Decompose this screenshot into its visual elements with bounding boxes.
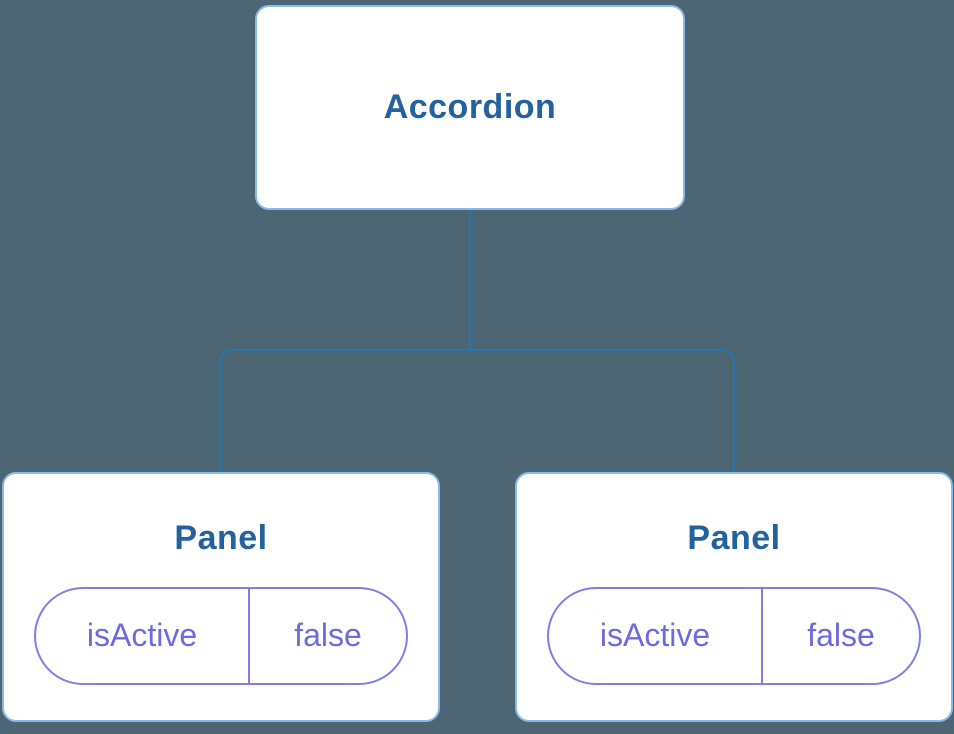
- panel-left-prop-value: false: [294, 617, 362, 654]
- node-panel-left: Panel isActive false: [2, 472, 440, 722]
- accordion-node-label: Accordion: [383, 88, 557, 126]
- panel-right-prop-key: isActive: [549, 588, 764, 683]
- node-panel-right: Panel isActive false: [515, 472, 953, 722]
- connector-branch: [219, 349, 735, 472]
- panel-right-label: Panel: [687, 519, 781, 557]
- panel-right-prop-pill: isActive false: [547, 586, 921, 685]
- panel-left-prop-key: isActive: [36, 588, 251, 683]
- panel-right-prop-value: false: [807, 617, 875, 654]
- panel-left-label: Panel: [174, 519, 268, 557]
- panel-left-prop-pill: isActive false: [34, 586, 408, 685]
- node-accordion: Accordion: [255, 5, 685, 210]
